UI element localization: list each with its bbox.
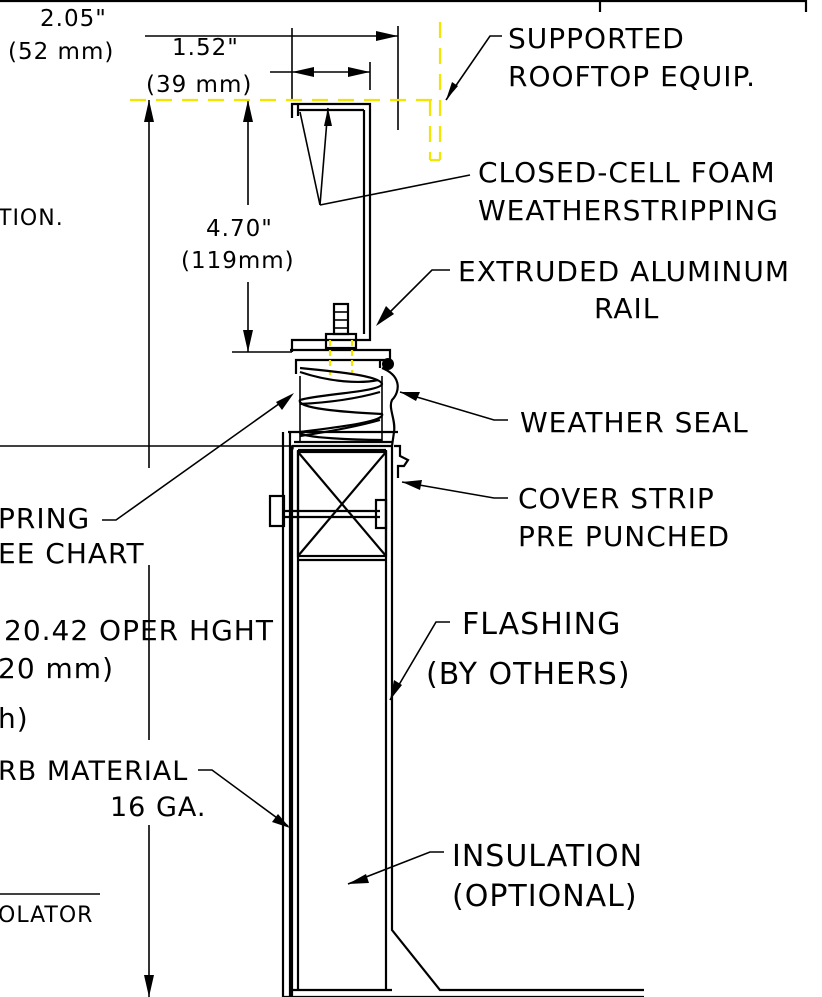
flashing-line2: (BY OTHERS) [426, 657, 631, 692]
leader-lines [0, 35, 508, 895]
rooftop-equipment-outline [130, 22, 442, 162]
rail-line1: EXTRUDED ALUMINUM [458, 255, 790, 288]
oper-height-fragment: 20.42 OPER HGHT [4, 614, 274, 647]
isolator-fragment: OLATOR [0, 903, 93, 928]
insulation-line2: (OPTIONAL) [452, 879, 638, 914]
foam-line2: WEATHERSTRIPPING [478, 194, 779, 227]
supported-equip-line1: SUPPORTED [508, 22, 685, 55]
title-block-border [0, 0, 808, 12]
through-bolt [268, 494, 388, 530]
outer-width-mm-label: (52 mm) [8, 39, 114, 65]
gauge-fragment: 16 GA. [110, 792, 206, 823]
inner-width-mm-label: (39 mm) [146, 72, 252, 98]
weather-seal-label: WEATHER SEAL [520, 406, 749, 439]
curb-material-fragment: RB MATERIAL [0, 756, 188, 787]
dimension-inner-width: 1.52" (39 mm) [146, 28, 371, 100]
dimension-outer-width: 2.05" (52 mm) [8, 6, 399, 130]
left-cropped-labels: TION. PRING EE CHART 20.42 OPER HGHT 20 … [0, 206, 274, 928]
rail-height-mm-label: (119mm) [181, 248, 295, 274]
weather-seal [381, 358, 399, 447]
oper-mm-fragment: 20 mm) [0, 652, 114, 685]
spring-bolt [324, 302, 358, 375]
cover-strip-line1: COVER STRIP [518, 482, 715, 515]
supported-equip-line2: ROOFTOP EQUIP. [508, 60, 756, 93]
inner-width-inch-label: 1.52" [172, 35, 239, 61]
dimension-rail-height: 4.70" (119mm) [181, 100, 295, 353]
foam-line1: CLOSED-CELL FOAM [478, 156, 776, 189]
see-chart-fragment: EE CHART [0, 537, 145, 570]
cover-strip-line2: PRE PUNCHED [518, 520, 730, 553]
outer-width-inch-label: 2.05" [40, 6, 107, 32]
insulation-line1: INSULATION [452, 839, 643, 874]
spring-fragment: PRING [0, 502, 90, 535]
dimension-overall-height [144, 100, 154, 997]
cover-strip [394, 444, 410, 478]
rail-line2: RAIL [594, 292, 659, 325]
paren-h-fragment: h) [0, 702, 29, 735]
rail-height-inch-label: 4.70" [206, 216, 273, 242]
callout-labels: SUPPORTED ROOFTOP EQUIP. CLOSED-CELL FOA… [426, 22, 790, 914]
flashing-line1: FLASHING [462, 607, 621, 642]
isolation-spring [288, 366, 398, 444]
curb-body [281, 432, 644, 997]
tion-fragment: TION. [0, 206, 64, 231]
